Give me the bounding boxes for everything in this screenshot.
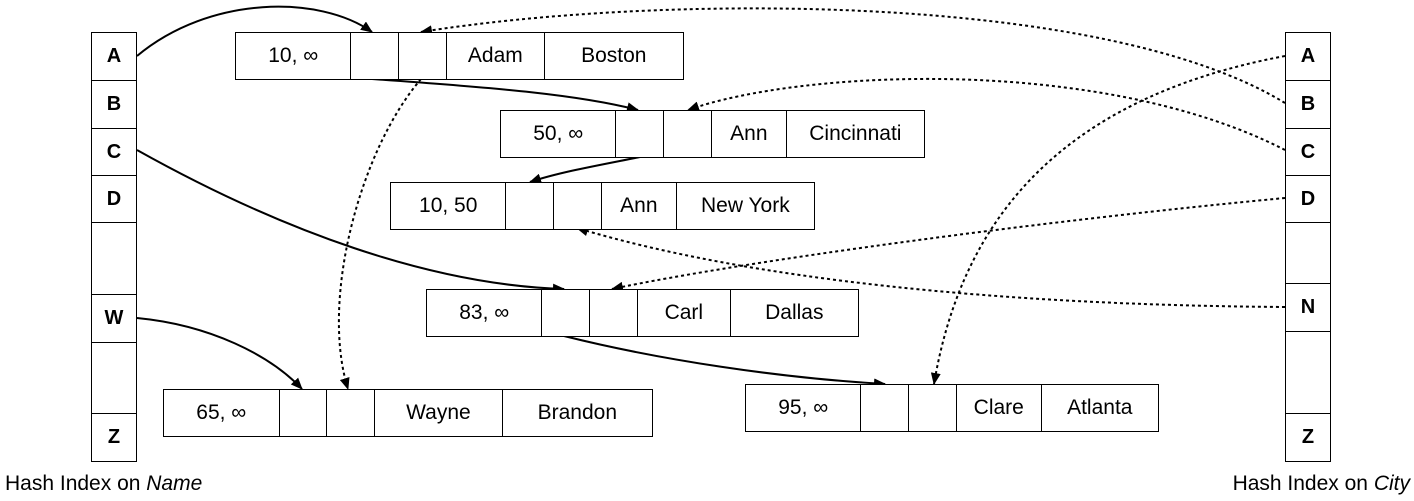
record-city: Cincinnati: [809, 122, 902, 145]
record-city: Atlanta: [1067, 396, 1133, 419]
city-index-slot-z: Z: [1301, 426, 1315, 448]
name-index-slot-w: W: [92, 295, 136, 343]
link-name-c-to-carl: [136, 149, 565, 294]
name-index-slot-a: A: [92, 33, 136, 81]
record-name: Wayne: [375, 390, 503, 436]
record-timestamp: 10, 50: [391, 183, 507, 229]
record-city: New York: [700, 194, 790, 217]
name-index-slot-empty-2: [92, 343, 136, 414]
record-name: Adam: [447, 33, 545, 79]
link-carl-to-clare: [563, 335, 886, 389]
record-city: Boston: [581, 44, 647, 67]
record-timestamp: 95, ∞: [746, 385, 862, 431]
name-pointer-cell: [351, 33, 400, 79]
name-index-slot-z: Z: [107, 426, 121, 448]
link-city-c-to-ann-cincinnati: [687, 77, 1286, 151]
city-pointer-cell: [909, 385, 957, 431]
name-hash-index: A B C D W Z: [91, 32, 137, 462]
name-index-slot-empty-1: [92, 223, 136, 295]
name-index-slot-c: C: [92, 129, 136, 176]
name-index-caption-prefix: Hash Index on: [5, 472, 147, 495]
city-hash-index: A B C D N Z: [1285, 32, 1331, 462]
link-name-a-to-adam: [136, 5, 373, 57]
record-timestamp: 50, ∞: [501, 111, 617, 157]
name-index-slot-b: B: [92, 81, 136, 129]
city-pointer-cell: [664, 111, 713, 157]
record-name: Clare: [957, 385, 1042, 431]
record-ann-newyork: 10, 50 Ann New York: [390, 182, 815, 230]
city-index-slot-b: B: [1286, 81, 1330, 129]
city-index-caption-prefix: Hash Index on: [1232, 472, 1374, 495]
link-ann-cincinnati-to-ann-newyork: [529, 156, 641, 184]
link-city-a-to-clare: [930, 55, 1286, 385]
record-timestamp: 65, ∞: [164, 390, 280, 436]
city-index-slot-d: D: [1286, 176, 1330, 223]
city-pointer-cell: [399, 33, 448, 79]
city-pointer-cell: [590, 290, 639, 336]
name-pointer-cell: [616, 111, 665, 157]
city-index-slot-empty-2: [1286, 332, 1330, 414]
name-index-slot-d: D: [92, 176, 136, 223]
record-city: Brandon: [537, 401, 618, 424]
city-index-slot-n: N: [1286, 284, 1330, 332]
city-index-caption: Hash Index on City: [1233, 472, 1410, 496]
record-timestamp: 10, ∞: [236, 33, 352, 79]
city-index-slot-c: C: [1286, 129, 1330, 176]
name-pointer-cell: [542, 290, 591, 336]
record-ann-cincinnati: 50, ∞ Ann Cincinnati: [500, 110, 925, 158]
record-wayne: 65, ∞ Wayne Brandon: [163, 389, 653, 437]
link-city-d-to-carl: [611, 197, 1286, 292]
city-index-slot-a: A: [1286, 33, 1330, 81]
record-adam: 10, ∞ Adam Boston: [235, 32, 684, 80]
name-pointer-cell: [280, 390, 328, 436]
name-pointer-cell: [861, 385, 910, 431]
record-name: Ann: [712, 111, 787, 157]
name-pointer-cell: [506, 183, 555, 229]
record-name: Ann: [602, 183, 677, 229]
record-city: Dallas: [765, 301, 824, 324]
link-name-w-to-wayne: [136, 317, 303, 390]
record-clare: 95, ∞ Clare Atlanta: [745, 384, 1159, 432]
link-adam-to-ann-cincinnati: [371, 78, 639, 113]
city-pointer-cell: [327, 390, 376, 436]
city-pointer-cell: [554, 183, 603, 229]
name-index-caption: Hash Index on Name: [5, 472, 202, 496]
record-carl: 83, ∞ Carl Dallas: [426, 289, 859, 337]
link-city-n-to-ann-newyork: [576, 226, 1286, 308]
city-index-slot-empty-1: [1286, 223, 1330, 284]
name-index-caption-field: Name: [146, 472, 203, 495]
city-index-caption-field: City: [1373, 472, 1410, 495]
record-timestamp: 83, ∞: [427, 290, 543, 336]
record-name: Carl: [638, 290, 731, 336]
link-city-b-to-adam: [420, 7, 1286, 104]
link-adam-to-wayne: [337, 78, 422, 390]
